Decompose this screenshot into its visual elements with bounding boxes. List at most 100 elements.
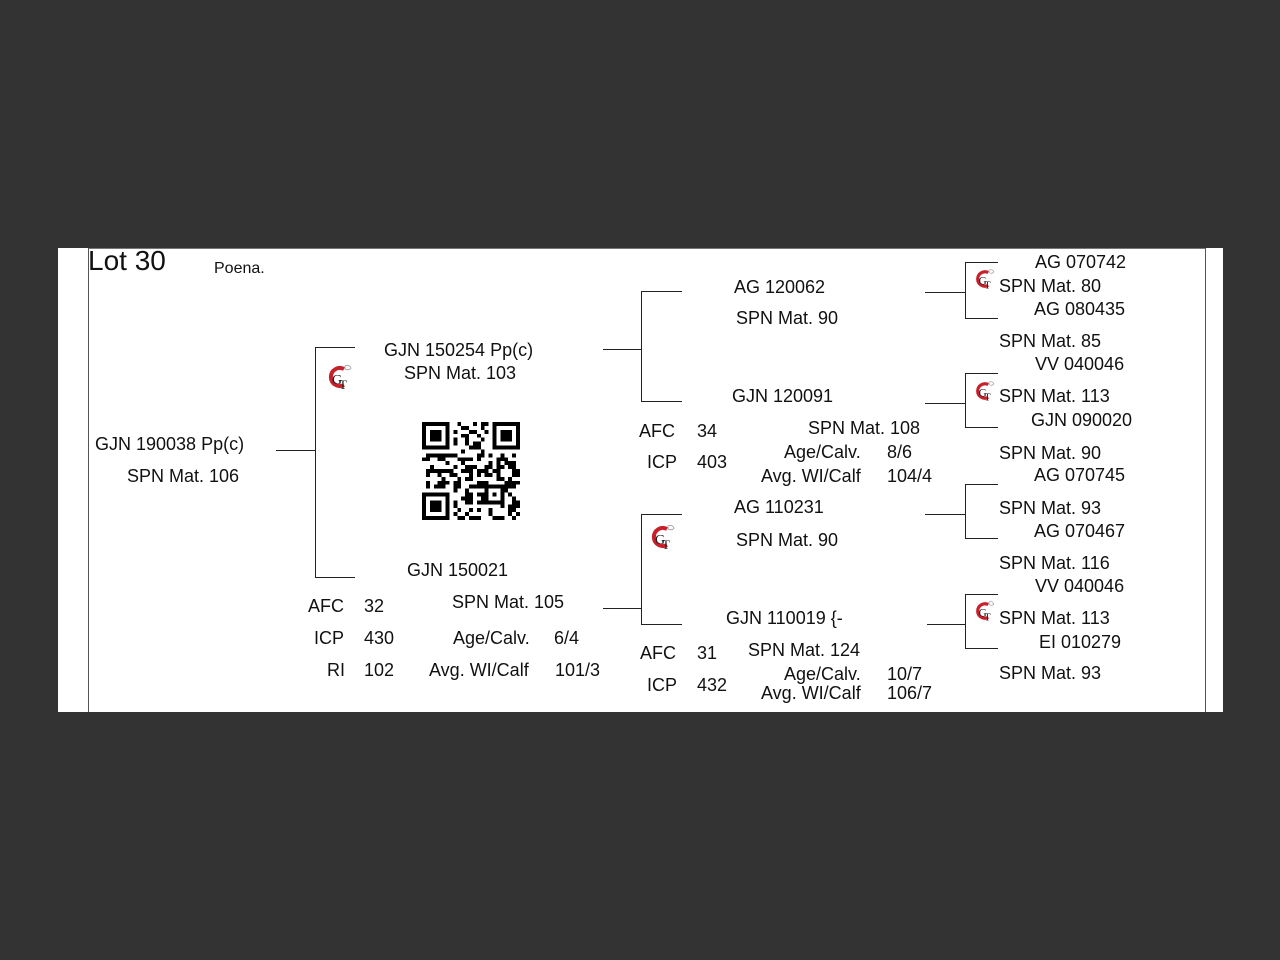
connector [965, 594, 998, 595]
connector [965, 373, 966, 427]
dam-sire-id: AG 110231 [734, 497, 824, 517]
ss-sire-id: AG 070742 [1035, 252, 1127, 272]
connector [603, 608, 641, 609]
dd-sire-spn: SPN Mat. 113 [999, 608, 1110, 628]
connector [965, 484, 966, 538]
dam-afc-label: AFC [308, 596, 344, 616]
ds-sire-id: AG 070745 [1034, 465, 1126, 485]
dam-ri-label: RI [327, 660, 345, 680]
right-border [1205, 248, 1206, 712]
ds-sire-spn: SPN Mat. 93 [999, 498, 1102, 518]
connector [965, 262, 966, 318]
lot-title: Lot 30 [88, 245, 166, 276]
connector [641, 401, 682, 402]
ss-dam-spn: SPN Mat. 85 [999, 331, 1102, 351]
connector [925, 403, 965, 404]
dam-agecalv-label: Age/Calv. [453, 628, 530, 648]
ss-sire-spn: SPN Mat. 80 [999, 276, 1102, 296]
sire-dam-spn: SPN Mat. 108 [808, 418, 921, 438]
sire-dam-agecalv-label: Age/Calv. [784, 442, 861, 462]
connector [641, 624, 682, 625]
connector [641, 514, 642, 624]
sire-dam-id: GJN 120091 [732, 386, 834, 406]
dam-agecalv-value: 6/4 [554, 628, 580, 648]
connector [925, 514, 965, 515]
dam-dam-icp-value: 432 [697, 675, 728, 695]
left-border [88, 248, 89, 712]
dam-dam-id: GJN 110019 {- [726, 608, 843, 628]
connector [276, 450, 315, 451]
dam-sire-spn: SPN Mat. 90 [736, 530, 839, 550]
dam-dam-wi-label: Avg. WI/Calf [761, 683, 861, 703]
dam-afc-value: 32 [364, 596, 385, 616]
dam-dam-afc-label: AFC [640, 643, 676, 663]
sd-sire-spn: SPN Mat. 113 [999, 386, 1110, 406]
dam-spn: SPN Mat. 105 [452, 592, 565, 612]
svg-text:T: T [984, 613, 991, 623]
dam-dam-icp-label: ICP [647, 675, 678, 695]
sire-dam-wi-value: 104/4 [887, 466, 933, 486]
connector [965, 538, 998, 539]
sd-dam-id: GJN 090020 [1031, 410, 1133, 430]
connector [965, 373, 998, 374]
dd-dam-id: EI 010279 [1039, 632, 1122, 652]
dam-dam-agecalv-label: Age/Calv. [784, 664, 861, 684]
pedigree-sheet: Lot 30 Poena. GJN 190038 Pp(c) SPN Mat. … [58, 245, 1223, 712]
connector [641, 514, 682, 515]
svg-text:T: T [662, 537, 670, 552]
dam-dam-wi-value: 106/7 [887, 683, 933, 703]
connector [965, 262, 998, 263]
connector [965, 648, 998, 649]
connector [315, 577, 355, 578]
dam-icp-value: 430 [364, 628, 395, 648]
sire-dam-wi-label: Avg. WI/Calf [761, 466, 861, 486]
dd-dam-spn: SPN Mat. 93 [999, 663, 1102, 683]
sire-id: GJN 150254 Pp(c) [384, 340, 534, 360]
connector [965, 427, 998, 428]
connector [641, 291, 682, 292]
svg-text:T: T [984, 281, 991, 291]
qr-code-icon [422, 422, 520, 520]
connector [641, 291, 642, 401]
sire-dam-agecalv-value: 8/6 [887, 442, 913, 462]
connector [965, 594, 966, 648]
animal-spn: SPN Mat. 106 [127, 466, 240, 486]
dam-dam-agecalv-value: 10/7 [887, 664, 923, 684]
svg-text:G: G [979, 388, 987, 400]
svg-text:G: G [655, 533, 665, 548]
sire-dam-afc-label: AFC [639, 421, 675, 441]
dam-icp-label: ICP [314, 628, 345, 648]
animal-id: GJN 190038 Pp(c) [95, 434, 245, 454]
dd-sire-id: VV 040046 [1035, 576, 1125, 596]
connector [927, 624, 965, 625]
connector [315, 347, 316, 577]
svg-text:T: T [339, 377, 347, 392]
svg-text:G: G [979, 608, 987, 620]
dam-wi-value: 101/3 [555, 660, 601, 680]
sire-dam-afc-value: 34 [697, 421, 718, 441]
dam-wi-label: Avg. WI/Calf [429, 660, 529, 680]
connector [965, 484, 998, 485]
dam-dam-afc-value: 31 [697, 643, 718, 663]
ds-dam-id: AG 070467 [1034, 521, 1126, 541]
sire-spn: SPN Mat. 103 [404, 363, 517, 383]
sd-dam-spn: SPN Mat. 90 [999, 443, 1102, 463]
connector [965, 318, 998, 319]
connector [315, 347, 355, 348]
sire-sire-spn: SPN Mat. 90 [736, 308, 839, 328]
sire-dam-icp-value: 403 [697, 452, 728, 472]
svg-text:G: G [979, 276, 987, 288]
top-border [88, 248, 1205, 249]
connector [603, 349, 641, 350]
svg-text:T: T [984, 393, 991, 403]
dam-ri-value: 102 [364, 660, 395, 680]
dam-dam-spn: SPN Mat. 124 [748, 640, 861, 660]
ss-dam-id: AG 080435 [1034, 299, 1126, 319]
sire-dam-icp-label: ICP [647, 452, 678, 472]
sire-sire-id: AG 120062 [734, 277, 826, 297]
connector [925, 292, 965, 293]
